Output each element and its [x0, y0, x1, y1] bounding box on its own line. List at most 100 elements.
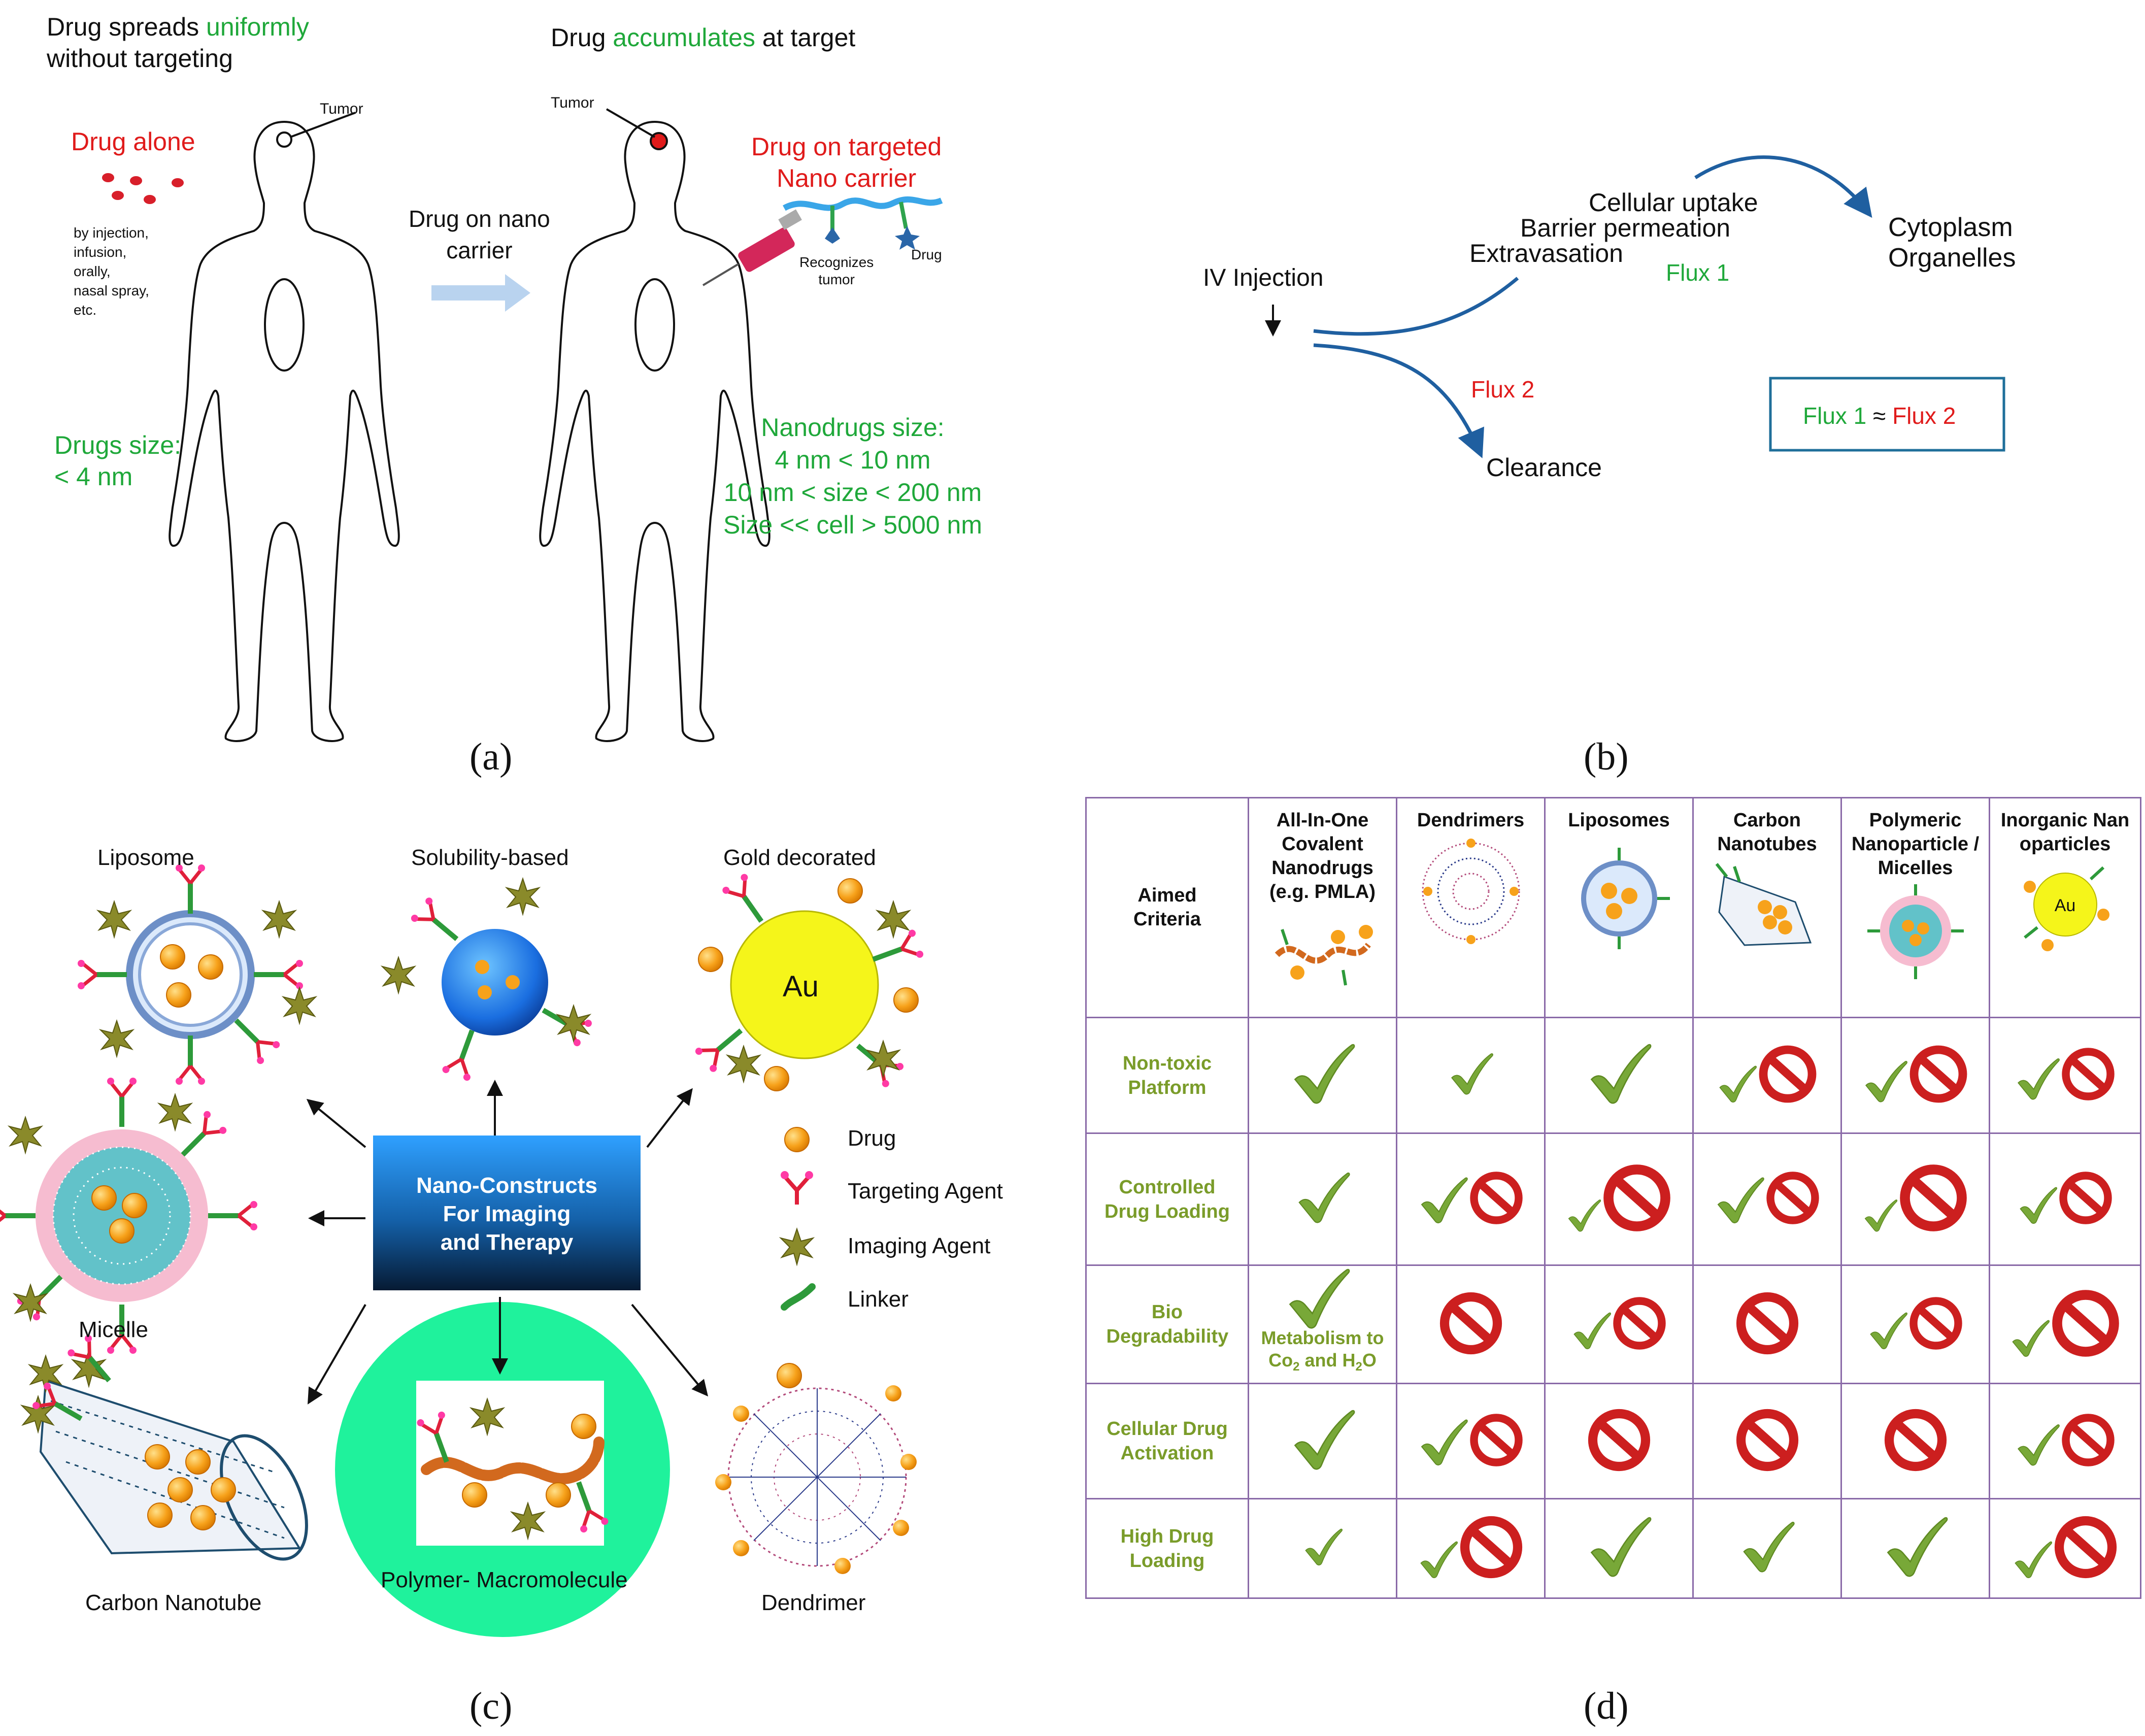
metabolism-o: O	[1362, 1350, 1377, 1371]
table-row: Controlled Drug Loading	[1085, 1132, 2141, 1266]
center-line: For Imaging	[443, 1201, 571, 1226]
column-header-text: Carbon Nanotubes	[1717, 810, 1817, 855]
carbon-nanotube-icon	[1715, 863, 1812, 946]
flux-equality-text: Flux 1 ≈ Flux 2	[1803, 402, 1956, 429]
left-title-text: Drug spreads	[47, 13, 207, 41]
box-flux1: Flux 1	[1803, 403, 1867, 429]
prohibited-icon	[1898, 1162, 1969, 1233]
gold-decorated-graphic	[694, 873, 924, 1091]
tumor-right-label: Tumor	[551, 94, 594, 111]
table-cell	[1544, 1264, 1694, 1384]
table-cell	[1840, 1017, 1990, 1134]
extravasation-label: Extravasation	[1469, 239, 1623, 268]
nano-size-line: 4 nm < 10 nm	[775, 446, 931, 474]
row-label: Controlled Drug Loading	[1085, 1132, 1249, 1266]
table-cell	[1840, 1383, 1990, 1499]
panel-a-left-title: Drug spreads uniformly without targeting	[47, 11, 309, 74]
check-icon	[1571, 1311, 1612, 1351]
box-approx: ≈	[1866, 403, 1893, 429]
legend-targeting-label: Targeting Agent	[848, 1179, 1003, 1204]
panel-a-right-title: Drug accumulates at target	[551, 23, 855, 52]
caption-a: (a)	[470, 736, 513, 778]
column-header: Inorganic Nanoparticles Au	[1989, 797, 2141, 1018]
carbon-nanotube-label: Carbon Nanotube	[85, 1590, 262, 1615]
nano-size-line: Nanodrugs size:	[761, 413, 945, 442]
table-row: Bio Degradability Metabolism to Co 2 and …	[1085, 1264, 2141, 1384]
table-cell	[1248, 1383, 1397, 1499]
table-cell	[1989, 1383, 2141, 1499]
caption-c: (c)	[470, 1685, 513, 1727]
check-icon	[1862, 1198, 1898, 1233]
column-header-text: All-In-One Covalent Nanodrugs (e.g. PMLA…	[1269, 810, 1376, 903]
left-title-highlight: uniformly	[206, 13, 309, 41]
table-cell	[1248, 1017, 1397, 1134]
check-icon	[1295, 1170, 1351, 1226]
drugs-size-line-1: Drugs size:	[54, 431, 182, 459]
metabolism-and-h: and H	[1299, 1350, 1356, 1371]
check-icon	[1418, 1417, 1468, 1468]
drug-dot	[130, 176, 142, 185]
recognizes-line-2: tumor	[818, 272, 855, 287]
recognizes-tumor-label: Recognizes tumor	[799, 254, 874, 288]
check-icon	[1717, 1064, 1757, 1105]
column-header: Polymeric Nanoparticle / Micelles	[1840, 797, 1990, 1018]
check-icon	[2015, 1422, 2060, 1468]
polymer-label: Polymer- Macromolecule	[381, 1567, 628, 1592]
route-item: etc.	[74, 302, 97, 318]
metabolism-line-1: Metabolism to	[1261, 1327, 1384, 1348]
check-icon	[1418, 1540, 1458, 1580]
route-item: infusion,	[74, 244, 127, 260]
syringe-icon	[702, 209, 802, 286]
aimed-criteria-text: Aimed Criteria	[1133, 885, 1201, 930]
column-header: All-In-One Covalent Nanodrugs (e.g. PMLA…	[1248, 797, 1397, 1018]
metabolism-co: Co	[1268, 1350, 1293, 1371]
column-header: Dendrimers	[1396, 797, 1546, 1018]
carrier-arrow-label: Drug on nano carrier	[409, 203, 550, 266]
table-cell	[1989, 1264, 2141, 1384]
gold-label: Gold decorated	[723, 845, 876, 870]
drugs-size-label: Drugs size: < 4 nm	[54, 429, 181, 492]
legend-imaging-label: Imaging Agent	[848, 1233, 991, 1258]
table-cell	[1840, 1264, 1990, 1384]
au-label: Au	[783, 970, 819, 1003]
table-cell	[1840, 1132, 1990, 1266]
table-header-row: Aimed Criteria All-In-One Covalent Nanod…	[1085, 797, 2141, 1018]
check-icon	[1448, 1051, 1494, 1097]
left-title-text-2: without targeting	[47, 44, 233, 73]
nano-size-line: Size << cell > 5000 nm	[723, 511, 983, 539]
liposome-icon	[1581, 848, 1670, 949]
check-icon	[1302, 1527, 1343, 1567]
nano-constructs-text: Nano-Constructs For Imaging and Therapy	[373, 1172, 641, 1257]
prohibited-icon	[1601, 1162, 1672, 1233]
prohibited-icon	[2050, 1288, 2121, 1359]
table-cell	[1396, 1132, 1546, 1266]
dendrimer-label: Dendrimer	[761, 1590, 866, 1615]
flux1-label: Flux 1	[1666, 259, 1730, 286]
table-cell	[1989, 1132, 2141, 1266]
prohibited-icon	[1438, 1290, 1504, 1356]
row-label-text: High Drug Loading	[1120, 1525, 1214, 1572]
nanodrugs-size-label: Nanodrugs size: 4 nm < 10 nm 10 nm < siz…	[716, 411, 990, 541]
table-row: High Drug Loading	[1085, 1498, 2141, 1599]
inorganic-nanoparticle-icon: Au	[2009, 856, 2121, 958]
table-cell	[1692, 1017, 1842, 1134]
dendrimer-icon	[1422, 839, 1520, 944]
table-cell	[1840, 1498, 1990, 1599]
prohibited-icon	[1734, 1290, 1800, 1356]
pmla-chain-icon	[1275, 925, 1373, 986]
prohibited-icon	[1734, 1407, 1800, 1473]
row-label: Cellular Drug Activation	[1085, 1383, 1249, 1499]
metabolism-sub: 2	[1355, 1360, 1362, 1374]
tumor-left-marker	[276, 131, 292, 148]
au-icon-label: Au	[2054, 896, 2076, 915]
table-cell	[1248, 1132, 1397, 1266]
column-header-text: Liposomes	[1568, 810, 1670, 831]
row-label-text: Bio Degradability	[1106, 1301, 1229, 1347]
route-item: orally,	[74, 263, 111, 279]
legend-drug-icon	[784, 1127, 810, 1152]
column-header-text: Dendrimers	[1417, 810, 1525, 831]
table-cell: Metabolism to Co2 and H2O	[1248, 1264, 1397, 1384]
legend-drug-label: Drug	[848, 1126, 896, 1151]
drug-star-icon	[895, 226, 920, 250]
